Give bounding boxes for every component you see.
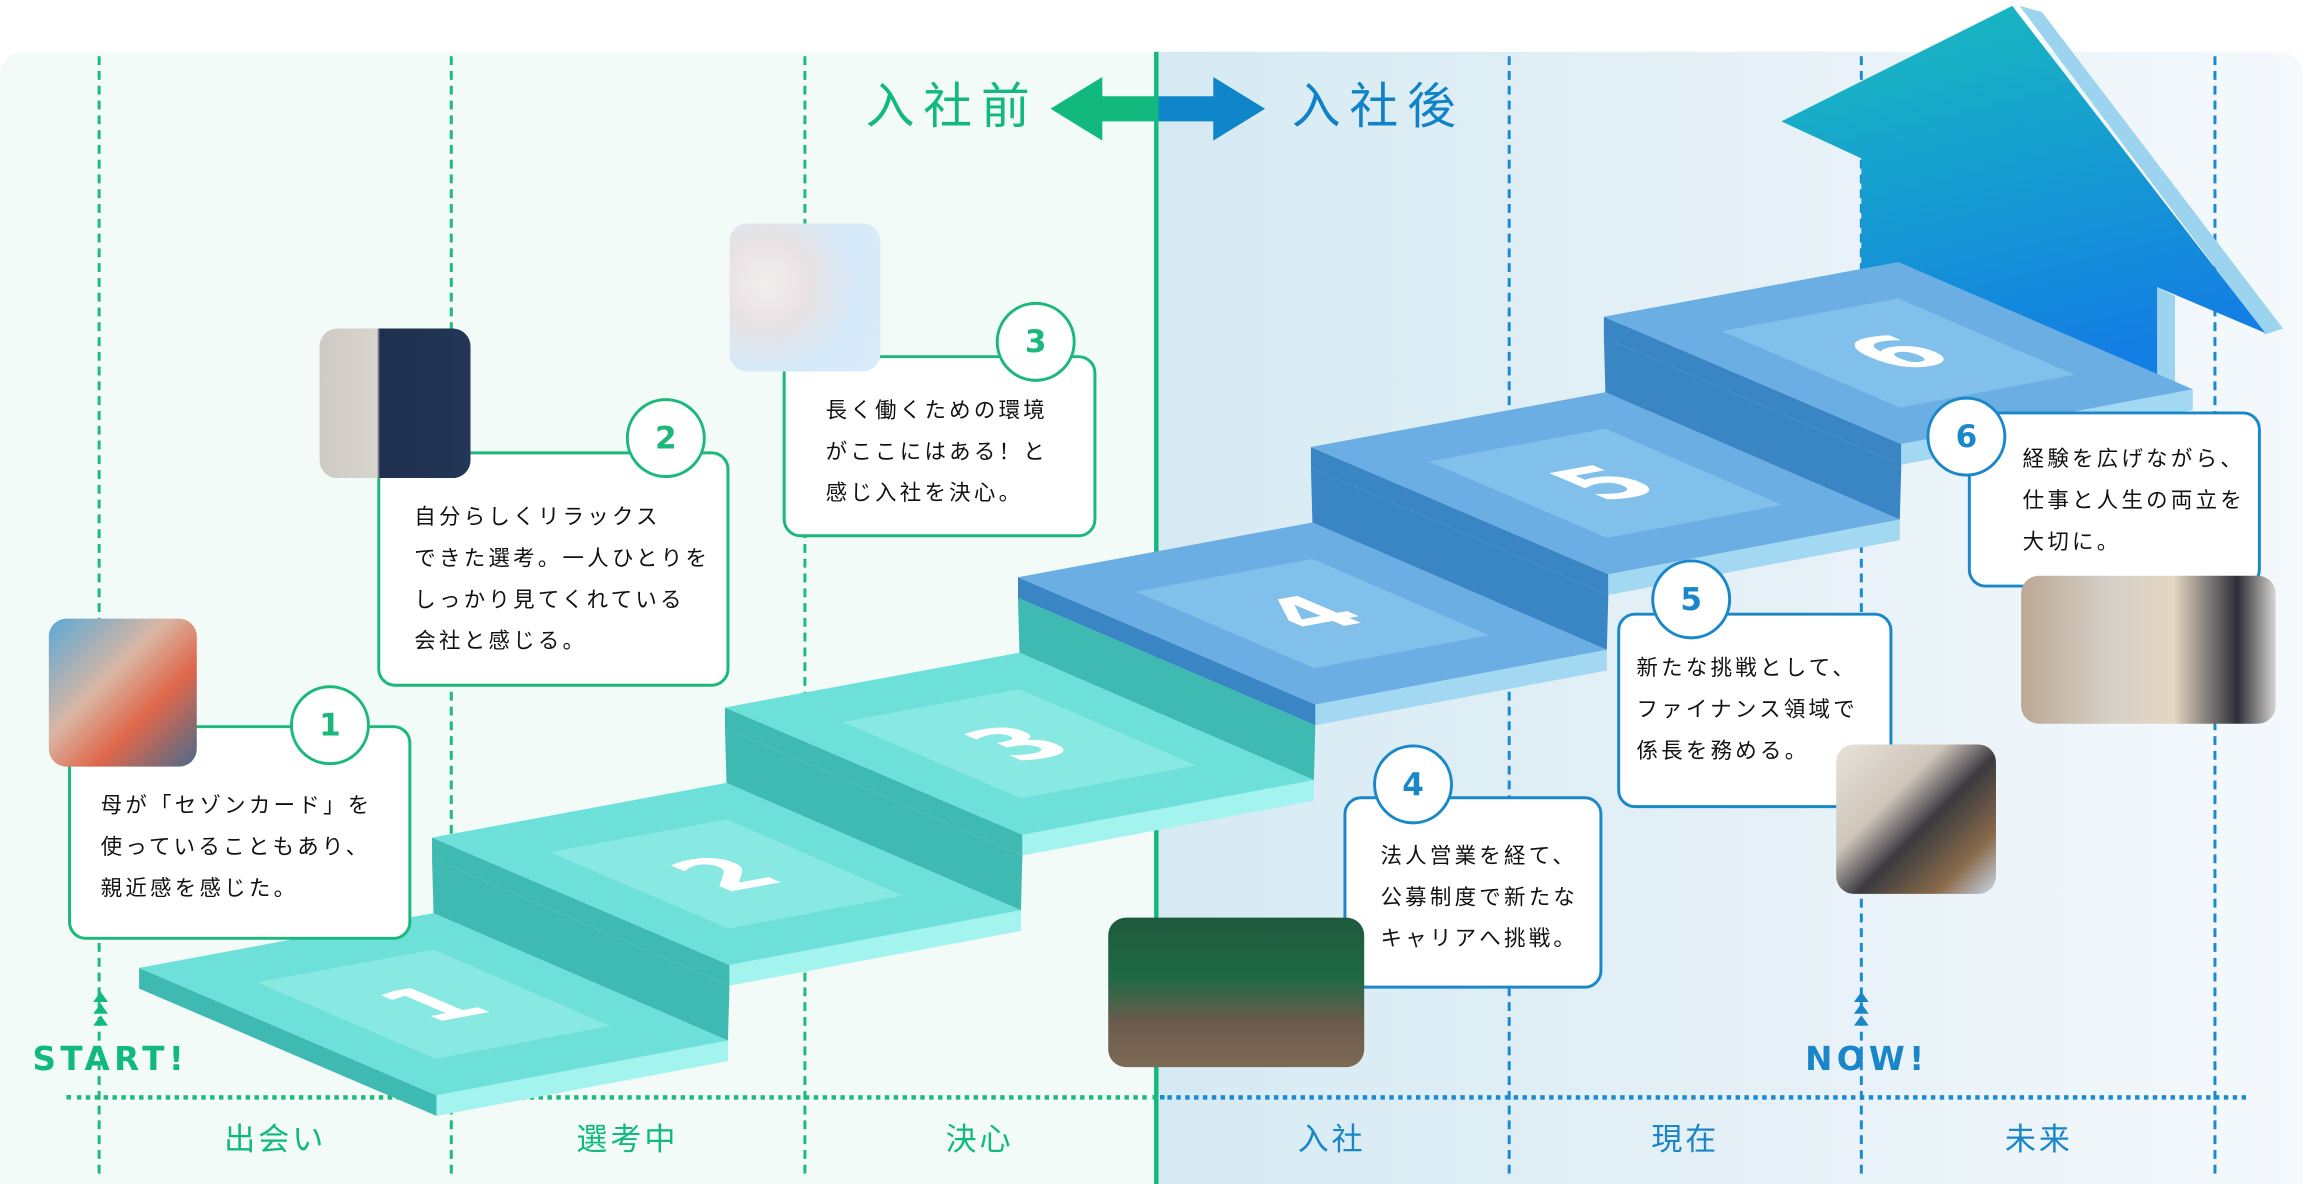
- step-edge: [1022, 779, 1314, 856]
- period-label: 選考中: [576, 1121, 679, 1158]
- step-highlight: [256, 949, 611, 1059]
- up-triangle-icon: [93, 1015, 109, 1026]
- step-edge: [1315, 649, 1607, 726]
- step-highlight: [1428, 428, 1783, 538]
- period-label: 出会い: [224, 1121, 327, 1158]
- step-number-badge: 6: [1926, 396, 2007, 477]
- up-triangle-icon: [1853, 991, 1869, 1002]
- divider-line: [97, 56, 101, 1174]
- step-side: [725, 707, 1023, 856]
- step-edge: [436, 1040, 728, 1116]
- step-number-badge: 3: [995, 301, 1076, 382]
- step-riser: [1603, 337, 1902, 520]
- period-label: 未来: [2004, 1121, 2073, 1158]
- arrow-left-icon: [1050, 76, 1159, 141]
- card-text: 自分らしくリラックスできた選考。一人ひとりをしっかり見てくれている会社と感じる。: [414, 506, 711, 655]
- step-riser: [1310, 467, 1609, 650]
- timeline-axis: [1160, 1095, 2247, 1100]
- step-number-badge: 1: [290, 685, 370, 766]
- card-text: 経験を広げながら、仕事と人生の両立を大切に。: [2022, 448, 2246, 555]
- step-highlight: [549, 819, 904, 929]
- step-highlight: [1721, 298, 2075, 408]
- step-side: [139, 967, 437, 1116]
- story-card-2: 自分らしくリラックスできた選考。一人ひとりをしっかり見てくれている会社と感じる。: [377, 451, 730, 687]
- timeline-axis: [66, 1095, 1158, 1100]
- step-edge: [729, 910, 1021, 986]
- photo-meeting: [1836, 744, 1996, 894]
- photo-discussion: [2021, 575, 2276, 724]
- step-number-badge: 2: [625, 398, 706, 479]
- step-side: [1603, 316, 1902, 465]
- step-number-badge: 4: [1373, 744, 1453, 825]
- step-highlight: [842, 689, 1197, 799]
- photo-credit-card: [48, 618, 197, 767]
- after-joining-title: 入社後: [1291, 76, 1465, 135]
- card-text: 長く働くための環境がここにはある！と感じ入社を決心。: [825, 399, 1049, 507]
- start-marker: START!: [32, 1041, 189, 1079]
- card-text: 新たな挑戦として、ファイナンス領域で係長を務める。: [1636, 657, 1858, 764]
- up-triangle-icon: [1853, 1003, 1869, 1014]
- growth-arrow-icon: [1781, 5, 2284, 406]
- photo-interview: [319, 328, 471, 479]
- card-text: 法人営業を経て、公募制度で新たなキャリアへ挑戦。: [1380, 845, 1579, 952]
- step-riser: [1017, 597, 1316, 780]
- story-card-4: 法人営業を経て、公募制度で新たなキャリアへ挑戦。: [1343, 796, 1603, 989]
- divider-line: [803, 56, 807, 1174]
- step-side: [432, 837, 730, 986]
- period-label: 現在: [1651, 1121, 1720, 1158]
- step-side: [1017, 577, 1316, 726]
- step-highlight: [1135, 558, 1490, 669]
- now-marker: NOW!: [1805, 1041, 1929, 1079]
- photo-cherry-blossoms: [729, 223, 881, 372]
- up-triangle-icon: [93, 1003, 109, 1014]
- before-joining-title: 入社前: [865, 76, 1039, 135]
- step-side: [1310, 446, 1609, 595]
- up-triangle-icon: [1853, 1015, 1869, 1026]
- up-triangle-icon: [93, 991, 109, 1002]
- period-label: 入社: [1297, 1121, 1366, 1158]
- period-label: 決心: [945, 1121, 1014, 1158]
- arrow-right-icon: [1158, 76, 1266, 141]
- card-text: 母が「セゾンカード」を使っていることもあり、親近感を感じた。: [100, 794, 373, 902]
- step-riser: [432, 858, 730, 1041]
- step-number-badge: 5: [1651, 559, 1732, 640]
- step-riser: [725, 728, 1023, 911]
- story-card-3: 長く働くための環境がここにはある！と感じ入社を決心。: [782, 355, 1097, 538]
- story-card-6: 経験を広げながら、仕事と人生の両立を大切に。: [1967, 411, 2261, 588]
- photo-group-nature-park: [1108, 917, 1365, 1068]
